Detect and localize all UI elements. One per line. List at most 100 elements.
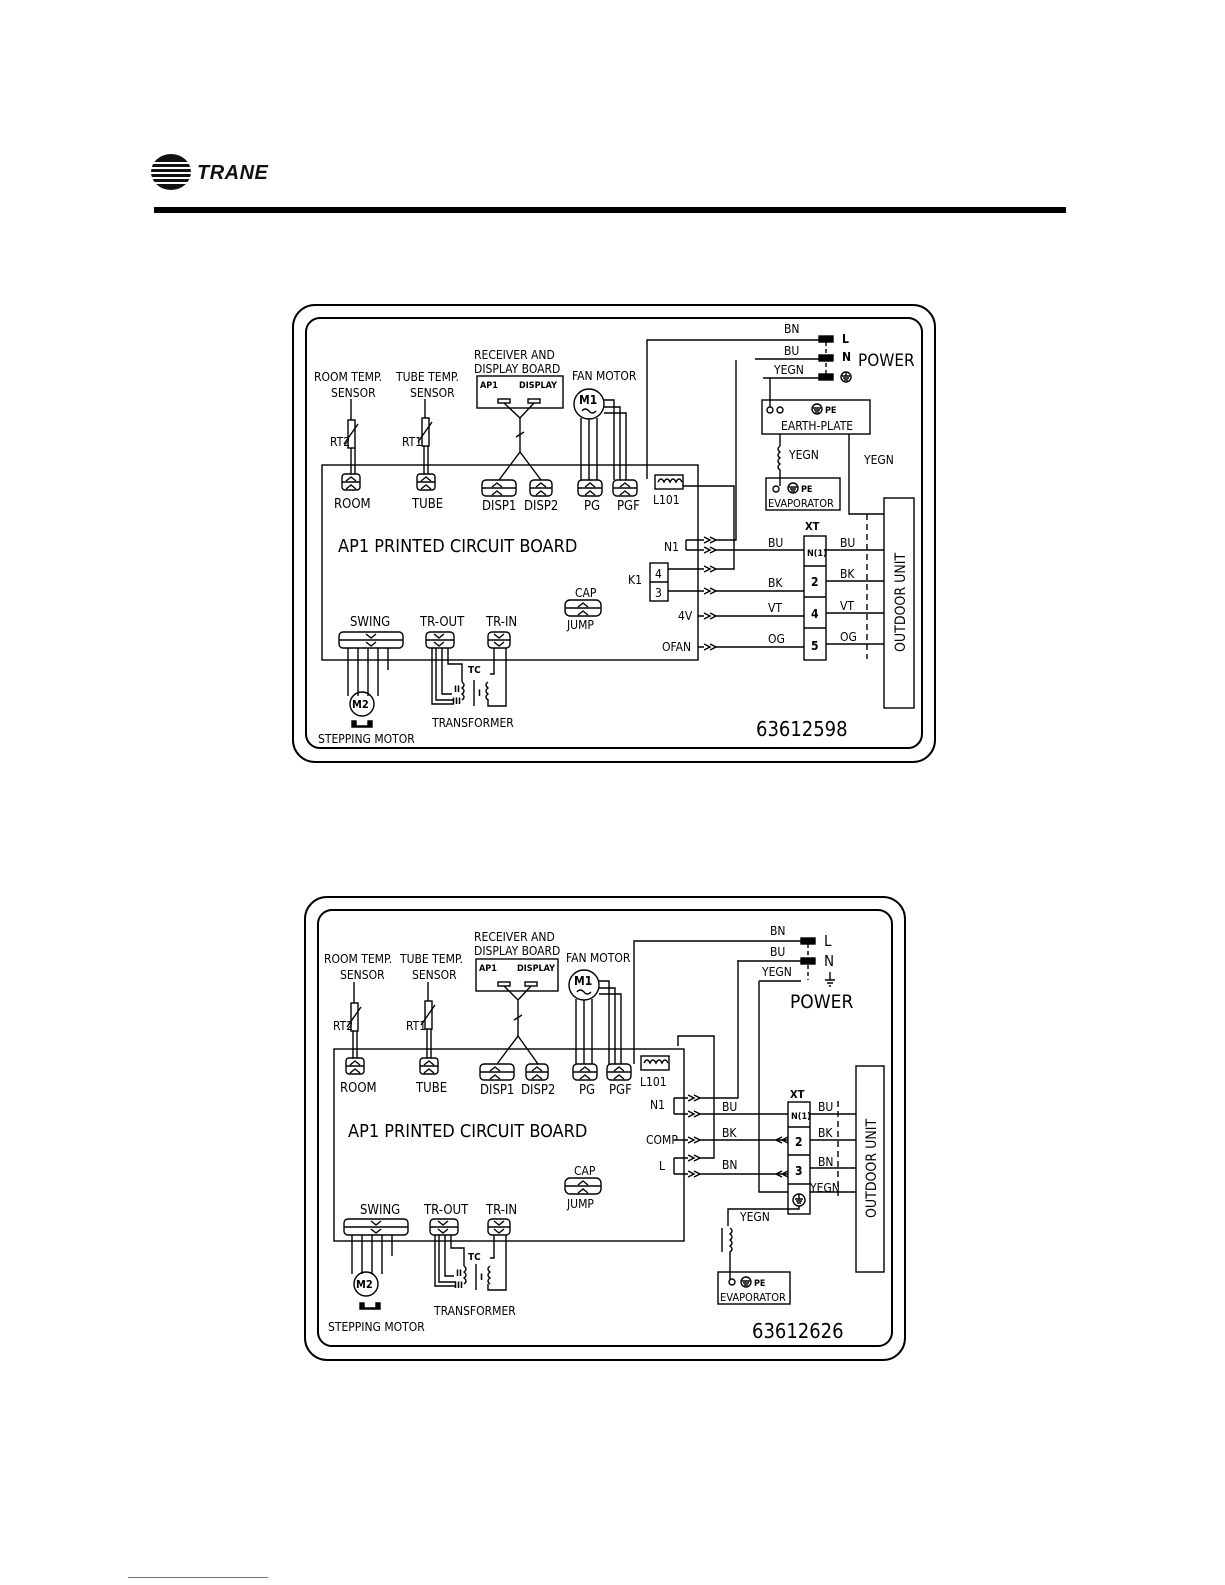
l101-label: L101 — [653, 493, 680, 507]
power-yegn-label: YEGN — [773, 363, 804, 377]
diagram-label: BU — [722, 1100, 737, 1114]
power-label: POWER — [790, 991, 853, 1013]
pg-connector-icon — [572, 1063, 598, 1081]
diagram-label: III — [452, 697, 461, 707]
diagram-label: TC — [468, 665, 481, 676]
transformer-label: TRANSFORMER — [431, 716, 514, 730]
diagram-label: PE — [754, 1279, 765, 1289]
disp2-connector-icon — [529, 479, 553, 497]
earth-yegn-label: YEGN — [788, 448, 819, 462]
display-board — [476, 375, 564, 409]
stepping-motor-m2-icon — [349, 691, 375, 717]
earth-plate — [761, 399, 871, 435]
disp1-label: DISP1 — [482, 499, 516, 514]
diagram-label: 4 — [811, 607, 819, 621]
swing-connector-icon — [338, 631, 404, 649]
xt-label: XT — [805, 520, 820, 533]
diagram-label: BK — [840, 567, 855, 581]
diagram-label: TC — [468, 1252, 481, 1263]
cap-label: CAP — [575, 586, 597, 600]
footer-link-underline — [128, 1577, 268, 1578]
diagram-label: III — [454, 1281, 463, 1291]
pgf-connector-icon — [606, 1063, 632, 1081]
diagram-label: TR-IN — [485, 1203, 517, 1218]
diagram-label: OG — [840, 630, 857, 644]
jump-label: JUMP — [566, 618, 594, 632]
wiring-diagram-2: AP1 PRINTED CIRCUIT BOARD ROOM TEMP. SEN… — [304, 896, 906, 1361]
diagram-label: M1 — [574, 974, 592, 988]
disp2-connector-icon — [525, 1063, 549, 1081]
diagram-label: M2 — [356, 1278, 373, 1291]
diagram-label: TUBE — [415, 1081, 447, 1096]
diagram-code: 63612598 — [756, 717, 848, 741]
pcb-label: AP1 PRINTED CIRCUIT BOARD — [338, 536, 577, 557]
diagram-label: TR-OUT — [423, 1203, 469, 1218]
diagram-label: 3 — [655, 586, 662, 600]
room-connector-label: ROOM — [334, 497, 371, 512]
diagram-label: 4 — [655, 567, 662, 581]
tr-out-connector-icon — [425, 631, 455, 649]
m1-label: M1 — [579, 393, 597, 407]
diagram-label: L101 — [640, 1075, 667, 1089]
tube-connector-icon — [416, 473, 436, 491]
diagram-label: I — [478, 689, 481, 699]
diagram-label: I — [480, 1273, 483, 1283]
pgf-connector-icon — [612, 479, 638, 497]
diagram-label: XT — [790, 1088, 805, 1101]
diagram-label: YEGN — [739, 1210, 770, 1224]
tube-temp-label: TUBE TEMP. — [395, 370, 459, 384]
pe-ground-icon — [811, 403, 823, 415]
diagram-label: II — [456, 1269, 462, 1279]
stepping-motor-m2-icon — [353, 1271, 379, 1297]
diagram-label: SWING — [360, 1203, 400, 1218]
diagram-label: PG — [579, 1083, 595, 1098]
room-connector-icon — [341, 473, 361, 491]
diagram-label: TRANSFORMER — [433, 1304, 516, 1318]
evaporator-plate — [765, 477, 841, 511]
outdoor-unit — [883, 497, 915, 709]
power-bu-label: BU — [784, 344, 799, 358]
page-header: TRANE — [0, 0, 1225, 230]
diagram-label: L — [824, 932, 832, 950]
diagram-label: RECEIVER AND — [474, 930, 555, 944]
tr-in-label: TR-IN — [485, 615, 517, 630]
xt-terminal-block — [787, 1101, 811, 1215]
diagram-label: STEPPING MOTOR — [328, 1320, 425, 1334]
rt1-label: RT1 — [402, 435, 422, 449]
diagram-label: BN — [818, 1155, 833, 1169]
diagram-label: N — [824, 952, 834, 970]
xt-terminal-block — [803, 535, 827, 661]
diagram-label: BK — [722, 1126, 737, 1140]
room-connector-icon — [345, 1057, 365, 1075]
diagram-label: YEGN — [809, 1181, 840, 1195]
power-label: POWER — [858, 351, 915, 371]
diagram-label: TUBE TEMP. — [399, 952, 463, 966]
earth-plate-label: EARTH-PLATE — [781, 419, 853, 433]
l101-inductor-icon — [640, 1055, 670, 1071]
diagram-label: DISP2 — [521, 1083, 555, 1098]
evaporator-plate — [717, 1271, 791, 1305]
power-bn-label: BN — [784, 322, 799, 336]
tube-connector-icon — [419, 1057, 439, 1075]
pcb-label: AP1 PRINTED CIRCUIT BOARD — [348, 1121, 587, 1142]
ofan-label: OFAN — [662, 640, 691, 654]
pg-connector-icon — [577, 479, 603, 497]
earth-yegn-right-label: YEGN — [863, 453, 894, 467]
diagram-label: 63612626 — [752, 1319, 844, 1343]
diagram-label: 3 — [795, 1164, 803, 1178]
tr-in-connector-icon — [487, 1218, 511, 1236]
earth-pe-label: PE — [825, 406, 836, 416]
ground-icon — [840, 371, 852, 383]
evap-pe-label: PE — [801, 485, 812, 495]
n1-label: N1 — [664, 540, 679, 554]
jump-connector-icon — [564, 599, 602, 617]
tube-connector-label: TUBE — [411, 497, 443, 512]
diagram-label: 2 — [795, 1135, 803, 1149]
pgf-label: PGF — [617, 499, 640, 514]
diagram-label: BK — [768, 576, 783, 590]
display-board-label: DISPLAY BOARD — [474, 362, 560, 376]
stepping-motor-label: STEPPING MOTOR — [318, 732, 415, 746]
4v-label: 4V — [678, 609, 693, 623]
diagram-label: PGF — [609, 1083, 632, 1098]
power-n-label: N — [842, 350, 851, 364]
